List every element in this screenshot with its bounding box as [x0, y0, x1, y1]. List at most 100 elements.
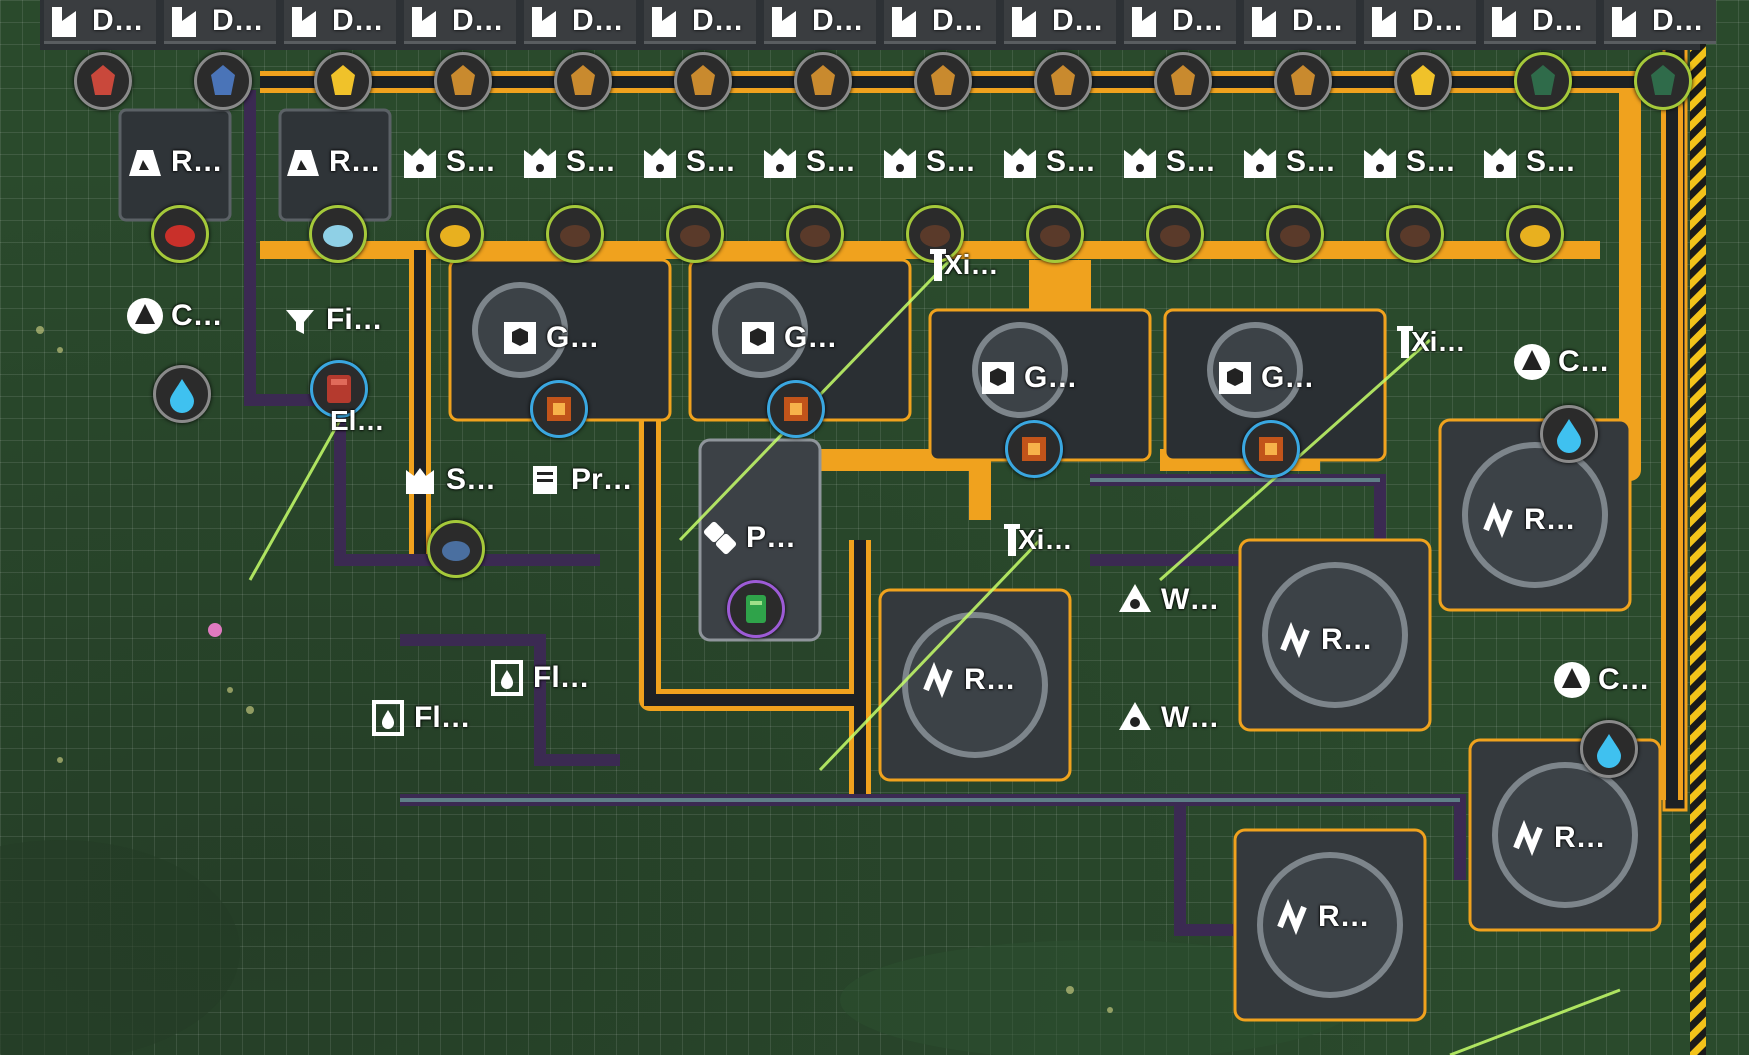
grinder-icon	[1215, 358, 1255, 398]
machine-label: S…	[566, 145, 617, 178]
ice-crystal-icon	[309, 205, 367, 263]
depot-machine[interactable]: D…	[1484, 0, 1596, 44]
depot-icon	[888, 1, 932, 41]
grinder-icon	[500, 318, 540, 358]
machine-label-s-mid[interactable]: S…	[400, 460, 496, 500]
machine-label-r3[interactable]: R…	[1478, 500, 1576, 540]
smelter-icon	[520, 142, 560, 182]
ore-chunk-icon	[554, 52, 612, 110]
machine-label: R…	[329, 145, 381, 178]
machine-label-w2[interactable]: W…	[1115, 698, 1219, 738]
depot-machine[interactable]: D…	[1364, 0, 1476, 44]
ore-chunk-icon	[914, 52, 972, 110]
machine-label-g2[interactable]: G…	[738, 318, 837, 358]
smelter-machine[interactable]: S…	[400, 142, 496, 182]
depot-machine[interactable]: D…	[884, 0, 996, 44]
machine-label-g3[interactable]: G…	[978, 358, 1077, 398]
depot-label: D…	[1292, 3, 1344, 37]
blue-crystal-icon	[194, 52, 252, 110]
smelter-machine[interactable]: S…	[1120, 142, 1216, 182]
machine-label-g1[interactable]: G…	[500, 318, 599, 358]
water-drop-icon	[1580, 720, 1638, 778]
red-crystal-icon	[151, 205, 209, 263]
depot-machine[interactable]: D…	[164, 0, 276, 44]
machine-label-fi[interactable]: Fi…	[280, 300, 383, 340]
smelter-machine[interactable]: S…	[1000, 142, 1096, 182]
depot-machine[interactable]: D…	[284, 0, 396, 44]
depot-machine[interactable]: D…	[44, 0, 156, 44]
reactor-icon	[1508, 818, 1548, 858]
ore-chunk-icon	[1274, 52, 1332, 110]
refinery-machine[interactable]: R…	[125, 142, 223, 182]
depot-label: D…	[1532, 3, 1584, 37]
smelter-machine[interactable]: S…	[880, 142, 976, 182]
machine-label-c-right2[interactable]: C…	[1552, 660, 1650, 700]
ore-chunk-icon	[794, 52, 852, 110]
depot-machine[interactable]: D…	[644, 0, 756, 44]
machine-label-fl2[interactable]: Fl…	[368, 698, 471, 738]
yellow-powder-icon	[426, 205, 484, 263]
red-crystal-icon	[74, 52, 132, 110]
depot-label: D…	[572, 3, 624, 37]
machine-label-xi3[interactable]: Xi…	[992, 520, 1072, 560]
depot-machine[interactable]: D…	[1004, 0, 1116, 44]
pipe-highlights	[400, 478, 1460, 802]
machine-label: S…	[1046, 145, 1097, 178]
smelter-machine[interactable]: S…	[1240, 142, 1336, 182]
machine-label-r5[interactable]: R…	[1272, 897, 1370, 937]
depot-machine[interactable]: D…	[524, 0, 636, 44]
reactor-icon	[1478, 500, 1518, 540]
machine-label-r4[interactable]: R…	[1508, 818, 1606, 858]
machine-label-pr[interactable]: Pr…	[525, 460, 633, 500]
machine-label-c-right1[interactable]: C…	[1512, 342, 1610, 382]
machine-label-xi1[interactable]: Xi…	[918, 245, 998, 285]
machine-label-w1[interactable]: W…	[1115, 580, 1219, 620]
refinery-machine[interactable]: R…	[283, 142, 381, 182]
depot-label: D…	[332, 3, 384, 37]
depot-label: D…	[1412, 3, 1464, 37]
depot-machine[interactable]: D…	[404, 0, 516, 44]
depot-icon	[168, 1, 212, 41]
machine-label-r2[interactable]: R…	[1275, 620, 1373, 660]
depot-machine[interactable]: D…	[1244, 0, 1356, 44]
machine-label-c-left[interactable]: C…	[125, 296, 223, 336]
dark-ore-icon	[1026, 205, 1084, 263]
machine-label-r1[interactable]: R…	[918, 660, 1016, 700]
grinder-drums	[472, 282, 1638, 998]
depot-machine[interactable]: D…	[1124, 0, 1236, 44]
filter-icon	[280, 300, 320, 340]
dark-ore-icon	[1386, 205, 1444, 263]
machine-label-p[interactable]: P…	[700, 518, 796, 558]
red-component-icon	[310, 360, 368, 418]
depot-icon	[1368, 1, 1412, 41]
depot-machine[interactable]: D…	[1604, 0, 1716, 44]
machine-label: S…	[686, 145, 737, 178]
smelter-machine[interactable]: S…	[640, 142, 736, 182]
machine-label-g4[interactable]: G…	[1215, 358, 1314, 398]
smelter-machine[interactable]: S…	[1480, 142, 1576, 182]
smelter-machine[interactable]: S…	[1360, 142, 1456, 182]
refinery-icon	[283, 142, 323, 182]
machine-label-xi2[interactable]: Xi…	[1385, 322, 1465, 362]
ember-cube-icon	[1242, 420, 1300, 478]
grinder-icon	[738, 318, 778, 358]
tower-icon	[1385, 322, 1413, 362]
depot-machine[interactable]: D…	[764, 0, 876, 44]
flame-drop-icon	[125, 296, 165, 336]
depot-label: D…	[452, 3, 504, 37]
smelter-icon	[1480, 142, 1520, 182]
ore-chunk-icon	[1154, 52, 1212, 110]
depot-icon	[408, 1, 452, 41]
ore-chunk-icon	[434, 52, 492, 110]
smelter-machine[interactable]: S…	[520, 142, 616, 182]
water-drop-icon	[1540, 405, 1598, 463]
machine-label-fl1[interactable]: Fl…	[487, 658, 590, 698]
dark-ore-icon	[546, 205, 604, 263]
water-pump-icon	[1115, 698, 1155, 738]
reactor-icon	[918, 660, 958, 700]
smelter-machine[interactable]: S…	[760, 142, 856, 182]
machine-label: S…	[1406, 145, 1457, 178]
packager-icon	[700, 518, 740, 558]
ore-chunk-icon	[674, 52, 732, 110]
machine-label-el[interactable]: El…	[330, 405, 385, 436]
